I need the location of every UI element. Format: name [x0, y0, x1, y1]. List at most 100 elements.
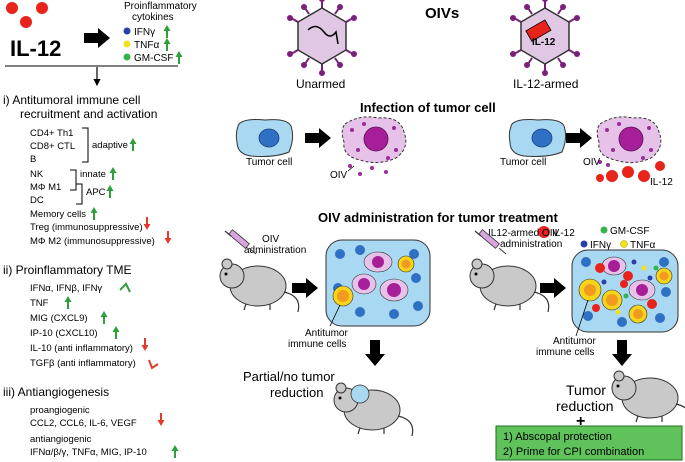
- legend-gmcsf: GM-CSF: [610, 226, 649, 237]
- innate-bracket: [70, 169, 77, 191]
- m2-down-arrow: [163, 230, 173, 245]
- legend-il12-dot: [538, 226, 550, 238]
- tumor-reduction-label: Tumor: [566, 382, 606, 398]
- tme-ifn: IFNα, IFNβ, IFNγ: [30, 283, 102, 294]
- cell-cd8: CD8+ CTL: [30, 141, 75, 152]
- il12-dots: [6, 2, 48, 28]
- cell-m1: MΦ M1: [30, 182, 61, 193]
- cell-b: B: [30, 154, 36, 165]
- oiv-label-armed: OIV: [583, 157, 601, 168]
- section2-title: ii) Proinflammatory TME: [3, 263, 131, 277]
- cell-cd4: CD4+ Th1: [30, 128, 73, 139]
- il12-to-cytokines-arrow: [84, 28, 110, 48]
- innate-label: innate: [80, 169, 106, 180]
- oiv-pointer-unarmed: [347, 165, 355, 172]
- armed-inner-label: IL-12: [532, 37, 556, 48]
- syringe-left: [224, 229, 257, 255]
- partial-reduction-label: Partial/no tumor: [243, 369, 335, 384]
- legend-tnfa: TNFα: [630, 240, 655, 251]
- infection-arrow-unarmed: [305, 128, 331, 148]
- antiangiogenic-label: antiangiogenic: [30, 434, 92, 445]
- unarmed-label: Unarmed: [296, 77, 345, 91]
- proangiogenic-down-arrow: [156, 412, 166, 427]
- cytokine-list: IFNγ TNFα GM-CSF: [123, 24, 184, 65]
- tumor-reduction-label-2: reduction: [556, 398, 614, 414]
- cytokine-gmcsf: GM-CSF: [134, 53, 173, 64]
- treatment-arrow-left: [292, 278, 318, 298]
- tnfa-up-arrow: [162, 37, 172, 52]
- adaptive-up-arrow: [128, 137, 138, 152]
- ifng-dot: [123, 27, 131, 35]
- antitumor-pointer-right: [575, 299, 589, 337]
- down-block-arrow-right: [612, 340, 632, 366]
- cytokines-title: Proinflammatory: [124, 1, 197, 12]
- tme-mig: MIG (CXCL9): [30, 313, 88, 324]
- il10-down-arrow: [140, 337, 150, 352]
- tumor-cell-label-unarmed: Tumor cell: [246, 157, 292, 168]
- section3-title: iii) Antiangiogenesis: [3, 385, 109, 399]
- gmcsf-dot: [123, 53, 131, 61]
- tgfb-down-arrow: [148, 359, 159, 370]
- cytokine-ifng: IFNγ: [134, 27, 155, 38]
- armed-admin-label: IL12-armed OIV: [488, 228, 559, 239]
- cytokine-tnfa: TNFα: [134, 40, 159, 51]
- proangiogenic-items: CCL2, CCL6, IL-6, VEGF: [30, 418, 137, 429]
- tumor-mass-right: [571, 249, 679, 333]
- oivs-title: OIVs: [425, 5, 459, 22]
- cell-treg: Treg (immunosuppressive): [30, 222, 143, 233]
- ifn-up-arrow: [119, 282, 131, 293]
- oiv-label-unarmed: OIV: [330, 170, 348, 181]
- benefits-box: [495, 425, 683, 461]
- cell-m2: MΦ M2 (immunosuppressive): [30, 236, 155, 247]
- ip10-up-arrow: [111, 325, 121, 340]
- infected-cell-unarmed: [341, 116, 407, 176]
- ifng-up-arrow: [162, 24, 172, 39]
- tumor-cell-label-armed: Tumor cell: [500, 157, 546, 168]
- antitumor-label-left: Antitumor: [305, 328, 348, 339]
- legend-il12: IL-12: [552, 228, 575, 239]
- tme-tgfb: TGFβ (anti inflammatory): [30, 358, 136, 369]
- infection-arrow-armed: [566, 128, 592, 148]
- apc-up-arrow: [105, 184, 115, 199]
- legend-ifng-dot: [580, 240, 588, 248]
- section1-title-2: recruitment and activation: [20, 107, 157, 121]
- adaptive-label: adaptive: [92, 140, 128, 151]
- antitumor-label-right-2: immune cells: [536, 347, 594, 358]
- antiangiogenic-items: IFNα/β/γ, TNFα, MIG, IP-10: [30, 447, 147, 458]
- tme-tnf: TNF: [30, 298, 49, 309]
- syringe-right: [474, 229, 507, 255]
- gmcsf-up-arrow: [174, 50, 184, 65]
- legend-gmcsf-dot: [600, 226, 608, 234]
- section1-title: i) Antitumoral immune cell: [3, 93, 140, 107]
- il12-label-armed: IL-12: [650, 177, 673, 188]
- treatment-arrow-right: [540, 278, 566, 298]
- benefit-1: 1) Abscopal protection: [503, 431, 612, 443]
- adaptive-bracket: [82, 127, 89, 163]
- treg-down-arrow: [142, 216, 152, 231]
- infection-title: Infection of tumor cell: [360, 100, 496, 115]
- il12-armed-virus: [510, 0, 580, 76]
- administration-title: OIV administration for tumor treatment: [318, 210, 558, 225]
- proangiogenic-label: proangiogenic: [30, 405, 90, 416]
- legend-tnfa-dot: [620, 240, 628, 248]
- tnfa-dot: [123, 40, 131, 48]
- apc-bracket: [76, 183, 83, 205]
- oiv-admin-label: OIV: [262, 234, 280, 245]
- plus-sign: +: [576, 413, 585, 430]
- infected-cell-armed: [596, 116, 665, 182]
- antitumor-label-right: Antitumor: [553, 336, 596, 347]
- legend-ifng: IFNγ: [590, 240, 611, 251]
- tme-il10: IL-10 (anti inflammatory): [30, 343, 133, 354]
- mouse-left-treated: [219, 258, 300, 313]
- tme-ip10: IP-10 (CXCL10): [30, 328, 98, 339]
- oiv-admin-label-2: administration: [244, 245, 306, 256]
- down-block-arrow-left: [365, 340, 385, 366]
- unarmed-virus: [287, 0, 357, 76]
- memory-up-arrow: [89, 206, 99, 221]
- mouse-right-outcome: [611, 370, 685, 425]
- tumor-cell-armed: [508, 119, 567, 157]
- antiangiogenic-up-arrow: [170, 444, 180, 459]
- cell-dc: DC: [30, 195, 44, 206]
- cytokines-title-2: cytokines: [132, 12, 174, 23]
